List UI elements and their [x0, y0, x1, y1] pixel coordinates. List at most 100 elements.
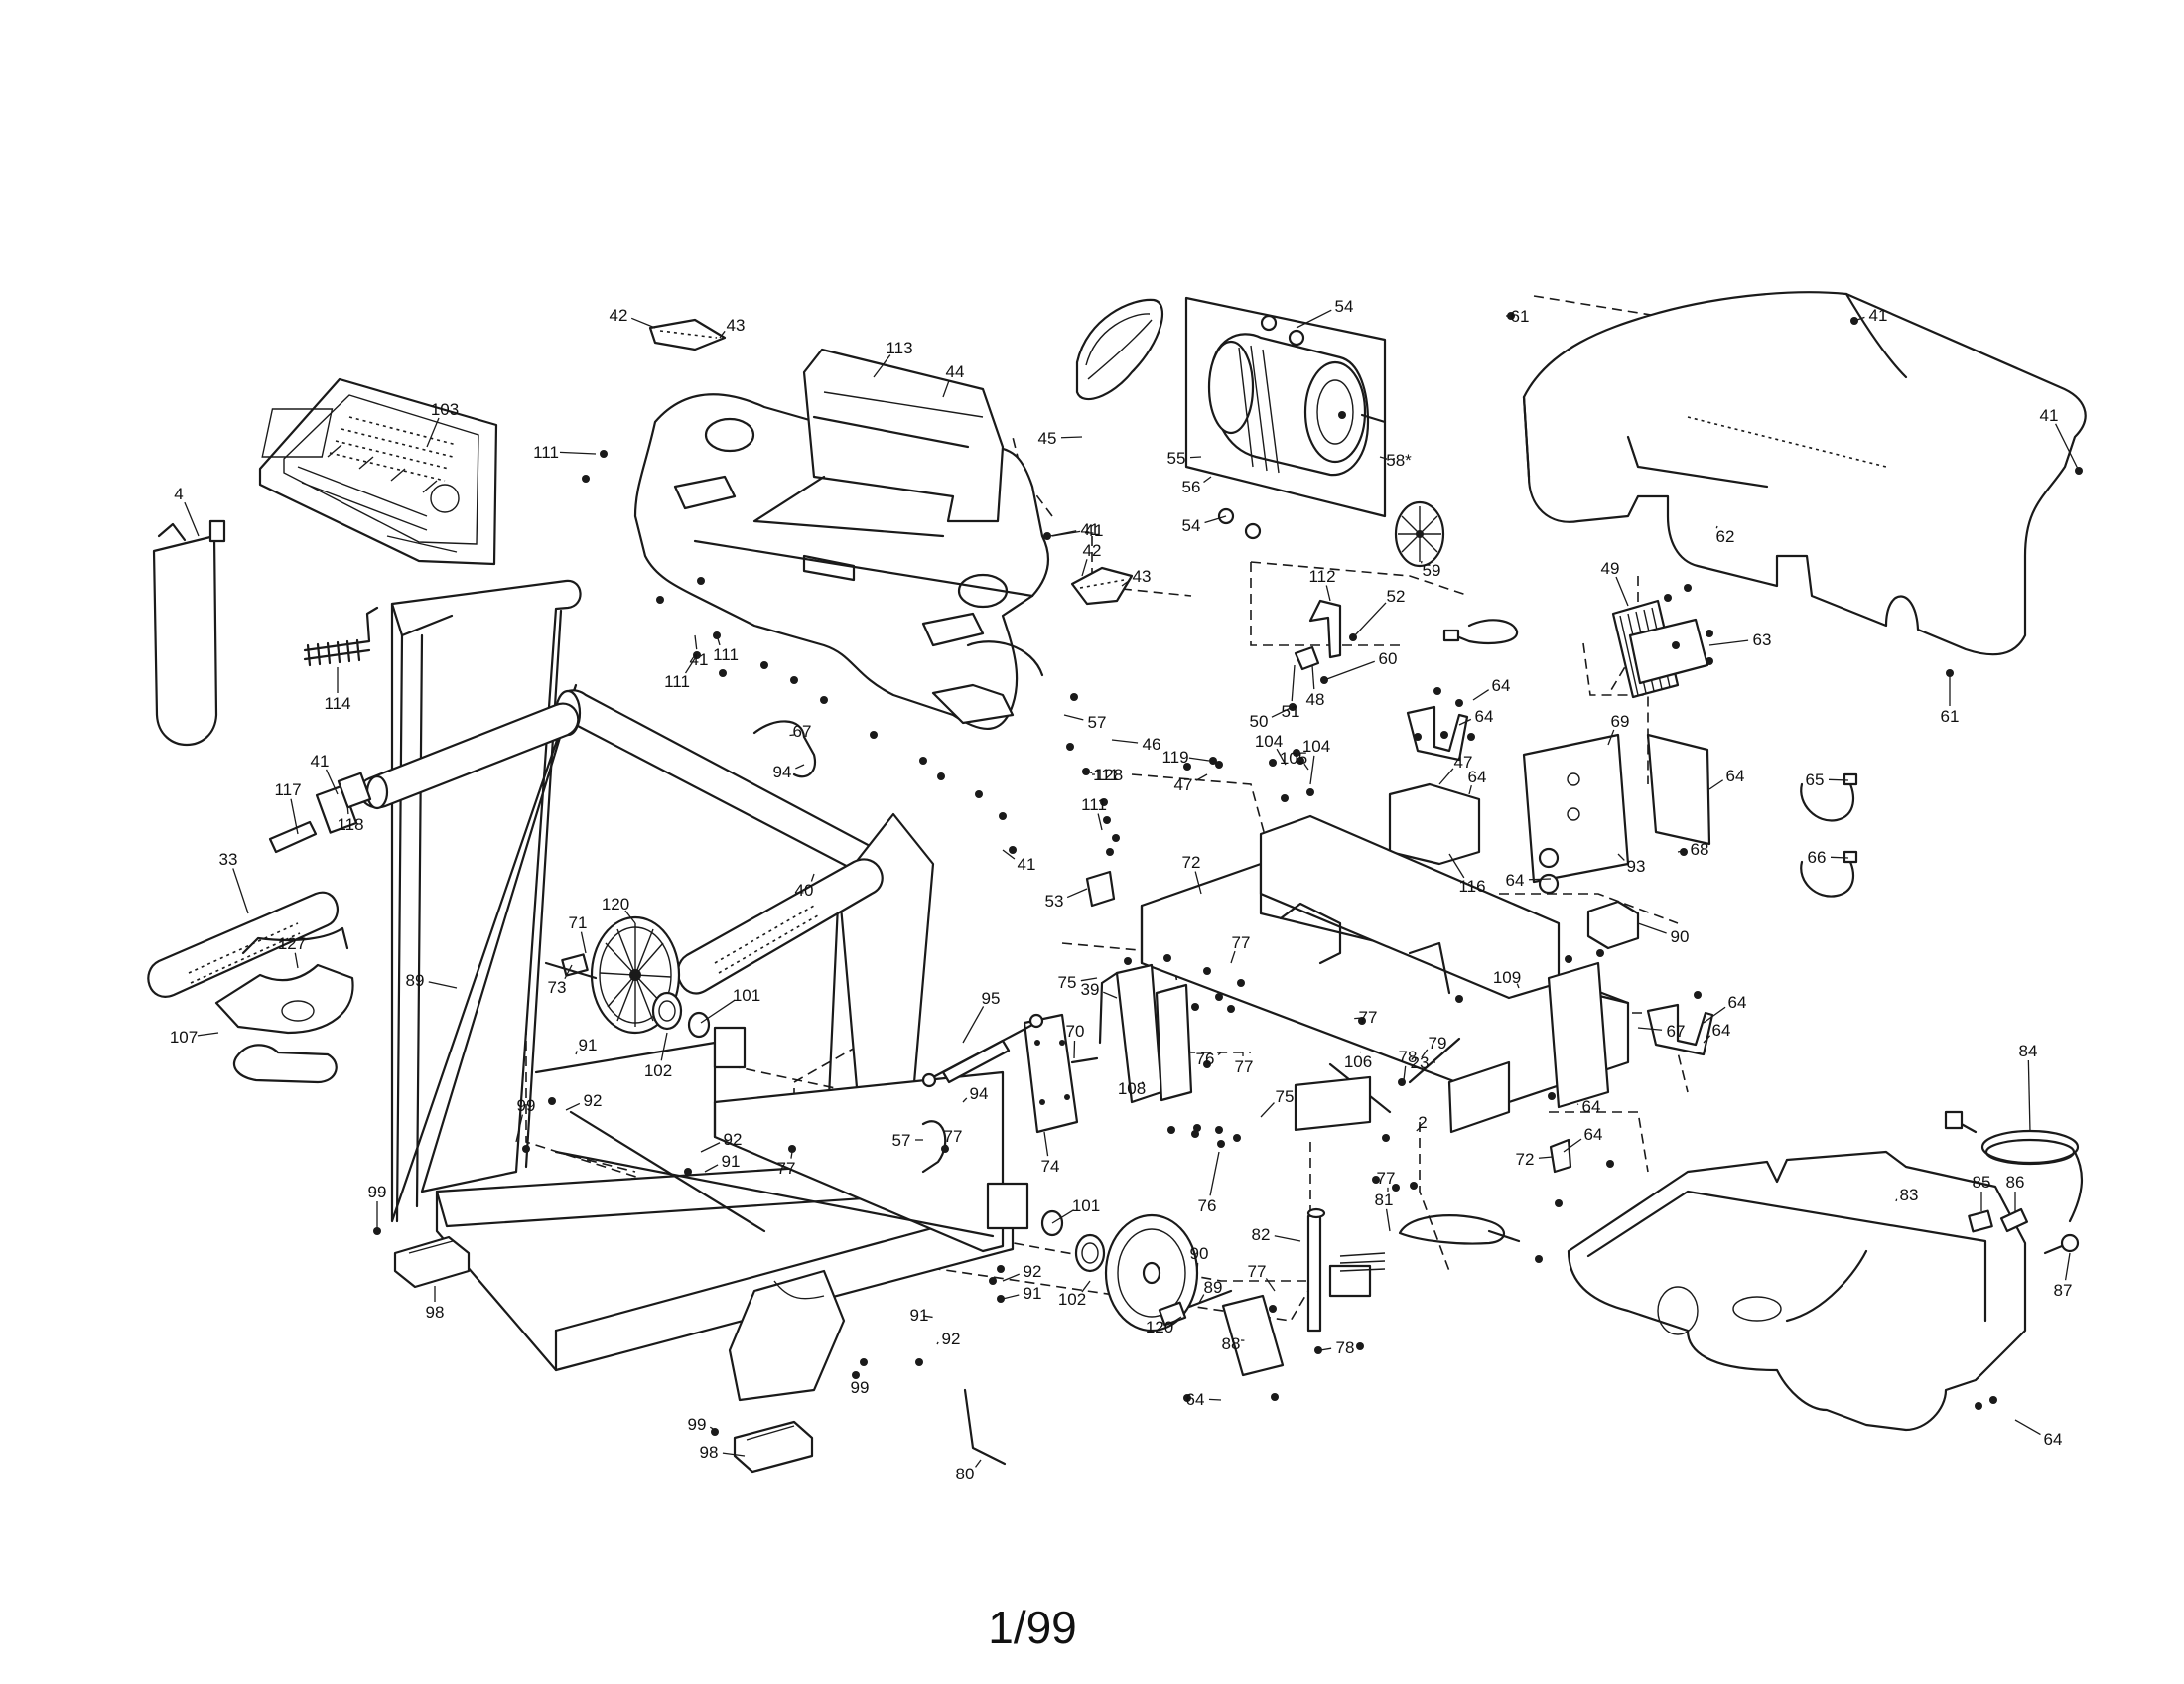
callout-label: 68 — [1691, 840, 1709, 859]
rear-roller-wheel-90 — [1104, 1213, 1199, 1333]
callout-leader — [575, 1051, 578, 1055]
callout-label: 41 — [1018, 855, 1036, 874]
callout-leader — [346, 803, 349, 815]
callout-leader — [922, 1315, 933, 1319]
callout-leader — [1121, 579, 1130, 587]
page-number: 1/99 — [988, 1602, 1077, 1653]
callout-label: 60 — [1379, 649, 1398, 668]
callout-label: 92 — [1024, 1262, 1042, 1281]
callout-label: 104 — [1302, 737, 1330, 756]
callout-label: 94 — [970, 1084, 989, 1103]
callout-label: 89 — [1204, 1278, 1223, 1297]
callout-leader — [2064, 1252, 2071, 1281]
callout-label: 82 — [1252, 1225, 1271, 1244]
callout-label: 102 — [1058, 1290, 1086, 1309]
callout-leader — [1194, 871, 1202, 895]
callout-label: 57 — [1088, 713, 1107, 732]
power-inlet-87 — [2043, 1233, 2080, 1255]
console-overlay-103 — [258, 377, 498, 566]
callout-leader — [1563, 1138, 1582, 1153]
callout-label: 64 — [1475, 707, 1494, 726]
console-base-44 — [633, 348, 1049, 730]
callout-leader — [428, 981, 458, 989]
callout-leader — [795, 764, 805, 770]
callout-label: 52 — [1387, 587, 1406, 606]
callout-label: 44 — [946, 362, 965, 381]
cup-holder-insert-42-top — [648, 318, 727, 351]
callout-leader — [1198, 1294, 1205, 1304]
callout-leader — [962, 1097, 968, 1103]
callout-label: 67 — [1667, 1022, 1686, 1041]
callout-label: 78 — [1399, 1048, 1418, 1066]
callout-label: 77 — [777, 1159, 796, 1178]
callout-leader — [1416, 1127, 1421, 1132]
callout-label: 63 — [1753, 631, 1772, 649]
incline-bracket-108 — [1098, 963, 1193, 1104]
callout-label: 59 — [1423, 561, 1441, 580]
callout-leader — [1538, 1156, 1554, 1159]
bracket-72-bottom — [1549, 1138, 1572, 1174]
callout-label: 61 — [1511, 307, 1530, 326]
callout-label: 99 — [517, 1096, 536, 1115]
callout-label: 50 — [1250, 712, 1269, 731]
callout-label: 73 — [548, 978, 567, 997]
cover-plate-74 — [1023, 1013, 1079, 1134]
bolt-70 — [1070, 1056, 1099, 1064]
callout-label: 69 — [1611, 712, 1630, 731]
base-pan-83 — [1567, 1150, 2027, 1432]
callout-label: 61 — [1941, 707, 1960, 726]
callout-label: 2 — [1418, 1113, 1427, 1132]
callout-leader — [515, 1114, 523, 1143]
callout-leader — [1073, 1040, 1076, 1059]
callout-label: 90 — [1671, 927, 1690, 946]
callout-label: 99 — [688, 1415, 707, 1434]
sensor-wire-81 — [1398, 1214, 1521, 1245]
callout-leader — [1002, 849, 1016, 860]
callout-leader — [1208, 1398, 1222, 1401]
callout-label: 92 — [584, 1091, 603, 1110]
controller-heat-sink-63 — [1611, 599, 1709, 699]
callout-leader — [1448, 853, 1465, 879]
callout-leader — [1379, 456, 1386, 460]
callout-label: 94 — [773, 763, 792, 781]
choke-127 — [1586, 900, 1640, 950]
upright-frame-39 — [390, 579, 582, 1223]
callout-label: 77 — [1235, 1057, 1254, 1076]
callout-label: 4 — [174, 485, 183, 503]
callout-label: 77 — [1232, 933, 1251, 952]
callout-label: 112 — [1308, 567, 1335, 586]
callout-leader — [294, 952, 299, 969]
callout-label: 41 — [690, 650, 709, 669]
callout-label: 91 — [1024, 1284, 1042, 1303]
callout-label: 79 — [1429, 1034, 1447, 1052]
callout-leader — [580, 931, 587, 954]
callout-label: 98 — [700, 1443, 719, 1462]
callout-leader — [1291, 664, 1296, 702]
callout-label: 64 — [1726, 767, 1745, 785]
callout-label: 106 — [1344, 1052, 1372, 1071]
bracket-69 — [1388, 782, 1481, 866]
callout-label: 41 — [1085, 521, 1104, 540]
callout-leader — [1677, 849, 1687, 853]
bracket-112 — [1308, 599, 1342, 659]
callout-label: 111 — [713, 645, 739, 664]
cover-plate-88 — [1221, 1294, 1285, 1377]
callout-label: 86 — [2006, 1173, 2025, 1192]
callout-leader — [1516, 983, 1520, 989]
callout-leader — [1043, 1131, 1049, 1157]
callout-leader — [1828, 778, 1849, 781]
callout-leader — [232, 868, 249, 914]
callout-label: 56 — [1182, 478, 1201, 496]
callout-label: 91 — [722, 1152, 741, 1171]
callout-leader — [873, 354, 891, 378]
callout-label: 39 — [1081, 980, 1100, 999]
callout-label: 90 — [1190, 1244, 1209, 1263]
callout-label: 64 — [1728, 993, 1747, 1012]
callout-leader — [1081, 559, 1088, 577]
callout-label: 111 — [1081, 795, 1107, 814]
callout-leader — [1203, 476, 1212, 484]
console-cover-113 — [823, 391, 984, 418]
callout-label: 64 — [1492, 676, 1511, 695]
